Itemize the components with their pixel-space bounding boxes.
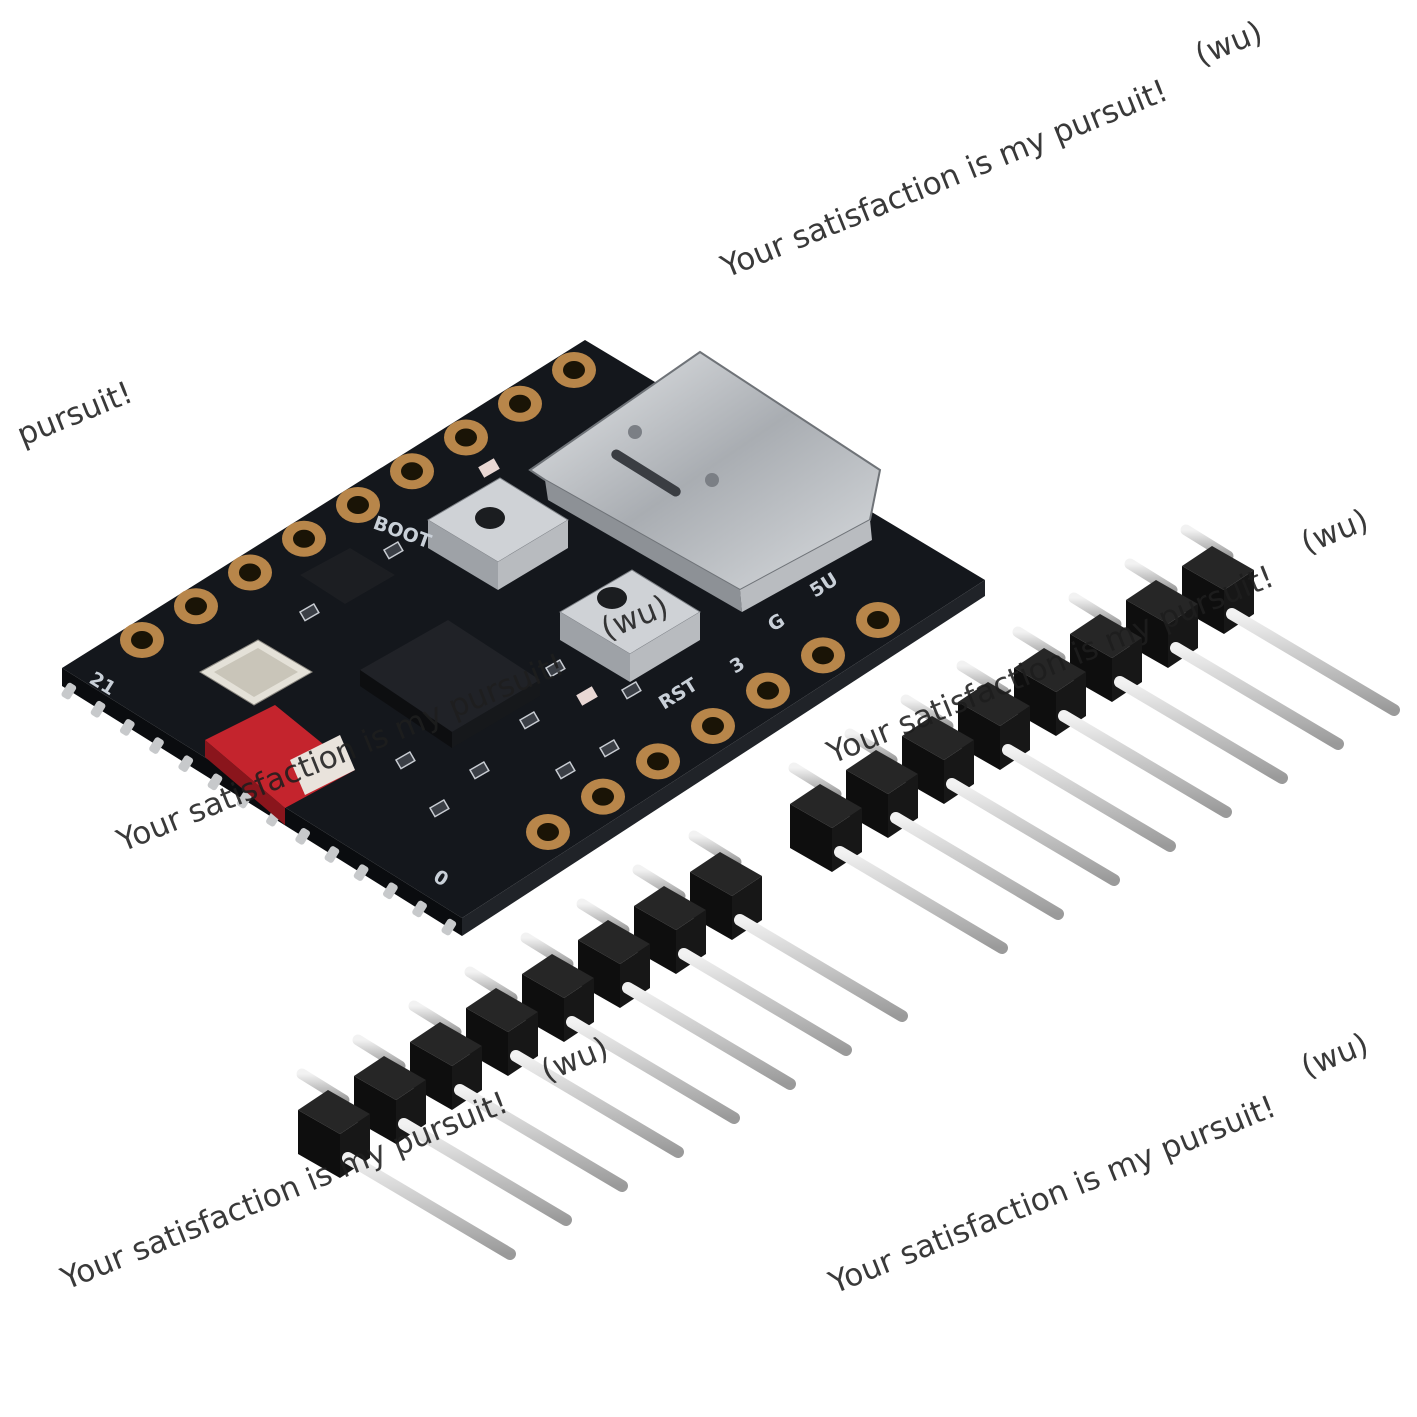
gpio-pad <box>856 602 900 638</box>
header-pin <box>520 932 740 1124</box>
gpio-pad <box>691 708 735 744</box>
edge-castellation <box>90 700 106 718</box>
esp32-dev-board: BOOT RST 5U G 3 21 0 <box>61 340 985 936</box>
reset-button <box>559 569 701 682</box>
smd-part <box>428 798 450 818</box>
edge-castellation <box>295 828 311 845</box>
header-pin <box>788 762 1008 954</box>
gpio-pad <box>552 352 596 388</box>
gpio-pad <box>801 637 845 674</box>
edge-castellation <box>149 737 164 754</box>
usb-c-connector <box>528 350 882 612</box>
header-pin <box>352 1034 572 1226</box>
gpio-pad <box>174 588 218 625</box>
header-pin <box>464 966 684 1158</box>
smd-part <box>468 760 490 780</box>
gpio-pad <box>282 520 326 557</box>
castellated-edge <box>61 682 457 936</box>
header-pin <box>408 1000 628 1192</box>
edge-castellation <box>324 846 340 863</box>
edge-castellation <box>61 682 77 700</box>
smd-part <box>382 540 404 560</box>
mcu-chip <box>360 620 540 748</box>
smd-part <box>554 760 576 780</box>
edge-castellation <box>236 791 252 809</box>
smd-part <box>518 710 540 730</box>
pcb-edge-right <box>462 580 985 936</box>
gpio-pad <box>228 554 272 591</box>
header-pin <box>632 864 852 1056</box>
gpio-pad <box>444 419 488 456</box>
edge-castellation <box>207 773 223 791</box>
edge-castellation <box>383 882 398 900</box>
header-pin <box>956 660 1176 852</box>
gpio-pad <box>336 487 380 523</box>
ceramic-antenna <box>205 705 355 825</box>
header-pin <box>1068 592 1288 784</box>
pin-header-left <box>296 830 908 1260</box>
header-pin <box>576 898 796 1090</box>
smd-part <box>620 680 642 700</box>
smd-part <box>298 602 320 622</box>
header-pin <box>1012 626 1232 818</box>
smd-components <box>298 540 642 818</box>
header-pin <box>900 694 1120 886</box>
gpio-pad <box>390 453 434 490</box>
edge-castellation <box>178 755 194 773</box>
gpio-pad <box>120 622 164 658</box>
smd-part <box>598 738 620 758</box>
header-pin <box>688 830 908 1022</box>
led-top <box>478 458 500 478</box>
edge-castellation <box>119 719 135 736</box>
edge-castellation <box>412 900 427 918</box>
header-pin <box>1180 524 1400 716</box>
gpio-pads <box>120 352 900 850</box>
led-bottom <box>576 686 598 706</box>
crystal-oscillator <box>199 639 313 706</box>
smd-part <box>544 658 566 678</box>
header-pin <box>1124 558 1344 750</box>
header-pin <box>844 728 1064 920</box>
edge-castellation <box>441 918 457 936</box>
smd-part <box>394 750 416 770</box>
gpio-pad <box>746 672 790 709</box>
gpio-pad <box>581 778 625 815</box>
header-pin <box>296 1068 516 1260</box>
gpio-pad <box>498 385 542 422</box>
edge-castellation <box>353 864 369 881</box>
boot-button <box>427 477 569 590</box>
regulator-chip <box>300 548 395 604</box>
gpio-pad <box>636 743 680 780</box>
gpio-pad <box>526 814 570 850</box>
pin-header-right <box>788 524 1400 954</box>
